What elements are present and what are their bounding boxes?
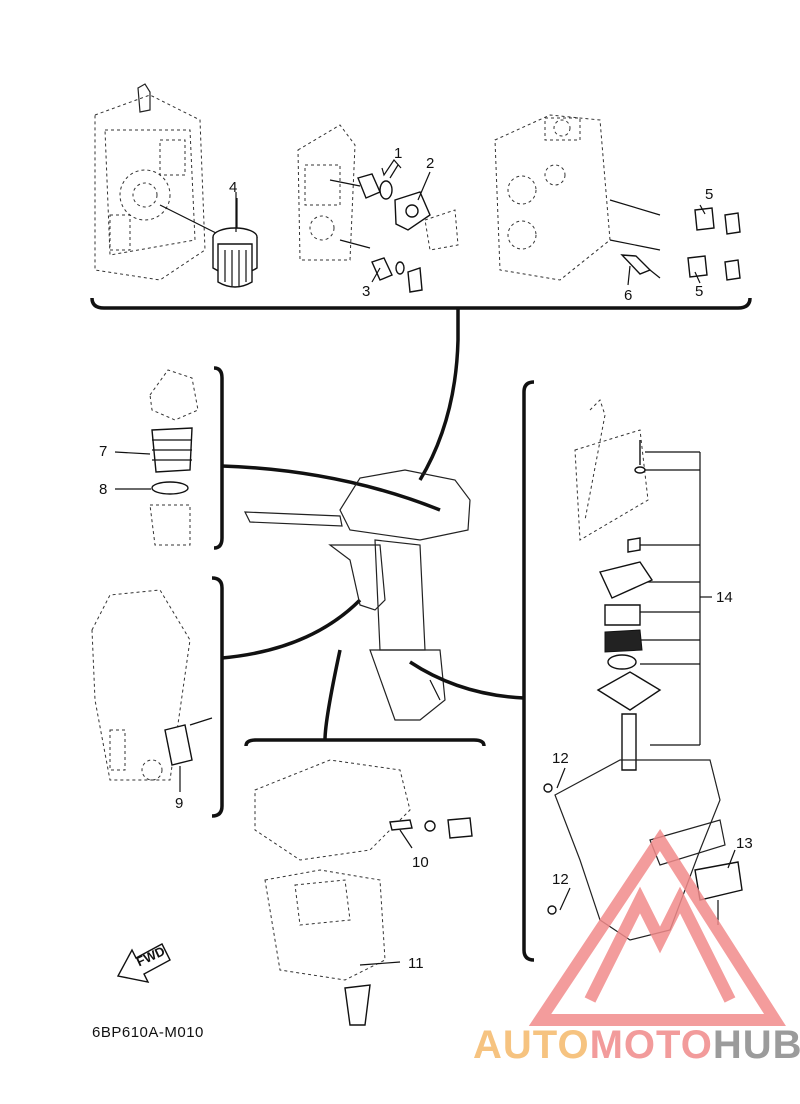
leader-9 bbox=[221, 598, 362, 660]
leader-7-8 bbox=[221, 464, 441, 512]
sensor-parts bbox=[609, 199, 741, 281]
leader-right bbox=[409, 660, 525, 700]
watermark: AUTOMOTOHUB bbox=[473, 829, 800, 1067]
engine-block-left bbox=[94, 83, 206, 281]
top-group bbox=[90, 83, 752, 481]
watermark-auto: AUTO bbox=[473, 1023, 590, 1067]
bracket-9 bbox=[211, 576, 224, 818]
callout-8: 8 bbox=[99, 481, 107, 498]
callout-7: 7 bbox=[99, 443, 107, 460]
oil-filter-part-4 bbox=[159, 198, 258, 288]
callout-3: 3 bbox=[362, 283, 370, 300]
bracket-7-8 bbox=[213, 366, 224, 550]
fwd-arrow: FWD bbox=[116, 943, 171, 983]
callout-9: 9 bbox=[175, 795, 183, 812]
callout-2: 2 bbox=[426, 155, 434, 172]
watermark-logo bbox=[528, 829, 786, 1026]
thermostat-parts bbox=[329, 159, 431, 293]
callout-1: 1 bbox=[394, 145, 402, 162]
bottom-center-group bbox=[244, 649, 486, 1026]
callout-12a: 12 bbox=[552, 750, 569, 767]
left-top-group bbox=[114, 366, 441, 550]
callout-5a: 5 bbox=[705, 186, 713, 203]
diagram-code: 6BP610A-M010 bbox=[92, 1024, 204, 1041]
callout-5b: 5 bbox=[695, 283, 703, 300]
callout-12b: 12 bbox=[552, 871, 569, 888]
top-leader bbox=[418, 308, 460, 481]
engine-block-right bbox=[494, 114, 611, 281]
left-bottom-group bbox=[91, 576, 362, 818]
top-bracket bbox=[90, 297, 752, 310]
callout-10: 10 bbox=[412, 854, 429, 871]
callout-14: 14 bbox=[716, 589, 733, 606]
watermark-moto: MOTO bbox=[590, 1023, 713, 1067]
callout-6: 6 bbox=[624, 287, 632, 304]
callout-11: 11 bbox=[408, 955, 424, 972]
svg-text:AUTOMOTOHUB: AUTOMOTOHUB bbox=[473, 1023, 800, 1067]
callout-4: 4 bbox=[229, 179, 237, 196]
callouts: 1 2 3 4 5 5 6 7 8 9 10 11 12 12 13 14 bbox=[99, 145, 753, 972]
bracket-right bbox=[522, 380, 535, 962]
bracket-10-11 bbox=[244, 738, 486, 747]
callout-13: 13 bbox=[736, 835, 753, 852]
right-group bbox=[409, 380, 743, 962]
engine-block-middle bbox=[297, 124, 459, 261]
outboard-motor-outline bbox=[244, 469, 471, 721]
watermark-hub: HUB bbox=[713, 1023, 800, 1067]
leader-10-11 bbox=[323, 649, 342, 741]
